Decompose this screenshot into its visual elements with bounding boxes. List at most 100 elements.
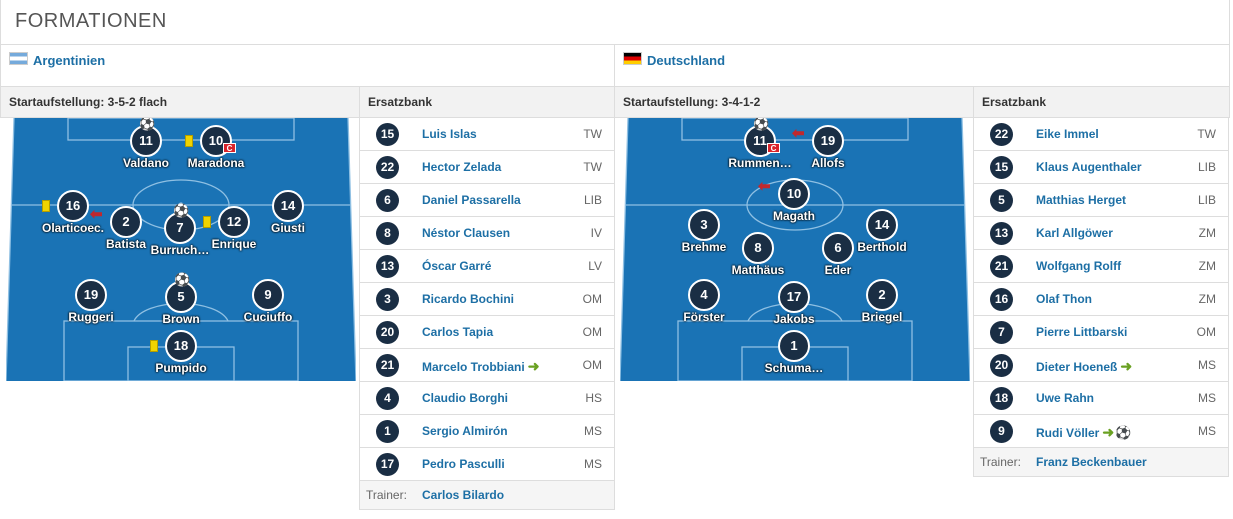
bench-player-name[interactable]: Daniel Passarella: [422, 193, 521, 207]
bench-player-name[interactable]: Eike Immel: [1036, 127, 1099, 141]
bench-player-number: 13: [376, 255, 399, 278]
goal-ball-icon: ⚽: [753, 118, 770, 131]
player-name[interactable]: Enrique: [211, 237, 257, 251]
bench-player-name[interactable]: Matthias Herget: [1036, 193, 1126, 207]
bench-player-name-text[interactable]: Klaus Augenthaler: [1036, 160, 1142, 174]
bench-player-name[interactable]: Rudi Völler➜⚽: [1036, 424, 1131, 441]
player-name[interactable]: Eder: [824, 263, 852, 277]
formation-header: Startaufstellung: 3-5-2 flach: [0, 87, 360, 118]
bench-player-position: HS: [585, 391, 602, 405]
bench-player-name-text[interactable]: Rudi Völler: [1036, 426, 1100, 440]
player-name[interactable]: Maradona: [187, 156, 245, 170]
bench-player-name[interactable]: Néstor Clausen: [422, 226, 510, 240]
bench-player-name-text[interactable]: Daniel Passarella: [422, 193, 521, 207]
bench-player-name[interactable]: Carlos Tapia: [422, 325, 493, 339]
bench-player-name-text[interactable]: Pierre Littbarski: [1036, 325, 1128, 339]
bench-player-position: LIB: [583, 193, 602, 207]
bench-player-name-text[interactable]: Marcelo Trobbiani: [422, 360, 525, 374]
bench-player-name[interactable]: Klaus Augenthaler: [1036, 160, 1142, 174]
bench-player-name[interactable]: Marcelo Trobbiani➜: [422, 358, 539, 375]
bench-player-name-text[interactable]: Uwe Rahn: [1036, 391, 1095, 405]
player-name[interactable]: Ruggeri: [68, 310, 114, 324]
player-name[interactable]: Magath: [773, 209, 815, 223]
substitution-out-icon: ⬅: [90, 206, 103, 223]
bench-player-number: 20: [376, 321, 399, 344]
player-number: 18: [165, 330, 197, 362]
player-name[interactable]: Allofs: [811, 156, 845, 170]
player-name[interactable]: Cuciuffo: [243, 310, 293, 324]
player-name[interactable]: Schuma…: [764, 361, 824, 375]
bench-player-name[interactable]: Wolfgang Rolff: [1036, 259, 1121, 273]
bench-player-name[interactable]: Ricardo Bochini: [422, 292, 514, 306]
player-name[interactable]: Olarticoec.: [41, 221, 105, 235]
goal-ball-icon: ⚽: [139, 118, 156, 131]
bench-player-name[interactable]: Olaf Thon: [1036, 292, 1092, 306]
bench-player-position: TW: [1197, 127, 1216, 141]
bench-player-name[interactable]: Claudio Borghi: [422, 391, 508, 405]
bench-player-name-text[interactable]: Óscar Garré: [422, 259, 492, 273]
player-name[interactable]: Pumpido: [155, 361, 207, 375]
bench-player-name-text[interactable]: Sergio Almirón: [422, 424, 508, 438]
bench-player-number: 17: [376, 453, 399, 476]
bench-player-name[interactable]: Dieter Hoeneß➜: [1036, 358, 1132, 375]
player-name[interactable]: Berthold: [857, 240, 907, 254]
player-number: 1: [778, 330, 810, 362]
player-name[interactable]: Burruch…: [150, 243, 210, 257]
substitution-in-icon: ➜: [527, 358, 540, 374]
bench-player-name[interactable]: Karl Allgöwer: [1036, 226, 1113, 240]
trainer-name[interactable]: Carlos Bilardo: [422, 488, 505, 502]
germany-flag-icon: [623, 52, 642, 65]
player-number: 5: [165, 281, 197, 313]
player-name[interactable]: Rummen…: [728, 156, 792, 170]
bench-player-name-text[interactable]: Luis Islas: [422, 127, 477, 141]
player-name[interactable]: Brown: [162, 312, 200, 326]
bench-player-name[interactable]: Hector Zelada: [422, 160, 501, 174]
player-name[interactable]: Förster: [683, 310, 725, 324]
bench-player-name-text[interactable]: Carlos Tapia: [422, 325, 494, 339]
formation-label: Startaufstellung: 3-4-1-2: [623, 95, 761, 109]
bench-player-name-text[interactable]: Wolfgang Rolff: [1036, 259, 1122, 273]
bench-player-name[interactable]: Óscar Garré: [422, 259, 491, 273]
bench-player-position: MS: [584, 457, 602, 471]
player-name[interactable]: Briegel: [861, 310, 903, 324]
bench-player-name[interactable]: Uwe Rahn: [1036, 391, 1094, 405]
bench-player-name-text[interactable]: Matthias Herget: [1036, 193, 1127, 207]
player-name[interactable]: Matthäus: [731, 263, 785, 277]
player-name[interactable]: Jakobs: [773, 312, 815, 326]
team-name-link[interactable]: Deutschland: [647, 53, 726, 68]
bench-player-name-text[interactable]: Dieter Hoeneß: [1036, 360, 1118, 374]
player-name[interactable]: Batista: [105, 237, 146, 251]
bench-player-name-text[interactable]: Pedro Pasculli: [422, 457, 505, 471]
bench-player-number: 8: [376, 222, 399, 245]
bench-player-name-text[interactable]: Claudio Borghi: [422, 391, 508, 405]
trainer-name[interactable]: Franz Beckenbauer: [1036, 455, 1147, 469]
player-number: 14: [272, 190, 304, 222]
substitution-out-icon: ⬅: [792, 125, 805, 142]
bench-player-name-text[interactable]: Néstor Clausen: [422, 226, 511, 240]
team-name-link[interactable]: Argentinien: [33, 53, 106, 68]
bench-player-name-text[interactable]: Hector Zelada: [422, 160, 502, 174]
bench-player-name[interactable]: Luis Islas: [422, 127, 477, 141]
player-name[interactable]: Valdano: [122, 156, 169, 170]
bench-player-name-text[interactable]: Ricardo Bochini: [422, 292, 515, 306]
yellow-card-icon: [185, 135, 193, 147]
player-name[interactable]: Brehme: [681, 240, 727, 254]
bench-player-position: OM: [582, 292, 602, 306]
bench-player-name-text[interactable]: Eike Immel: [1036, 127, 1099, 141]
bench-player-name-text[interactable]: Karl Allgöwer: [1036, 226, 1113, 240]
bench-player-name[interactable]: Sergio Almirón: [422, 424, 508, 438]
bench-player-name-text[interactable]: Olaf Thon: [1036, 292, 1092, 306]
bench-player-name[interactable]: Pierre Littbarski: [1036, 325, 1127, 339]
section-title: FORMATIONEN: [15, 10, 167, 32]
player-name[interactable]: Giusti: [270, 221, 305, 235]
bench-player-number: 13: [990, 222, 1013, 245]
bench-player-name[interactable]: Pedro Pasculli: [422, 457, 505, 471]
goal-ball-icon: ⚽: [1115, 425, 1132, 440]
player-number: 12: [218, 206, 250, 238]
